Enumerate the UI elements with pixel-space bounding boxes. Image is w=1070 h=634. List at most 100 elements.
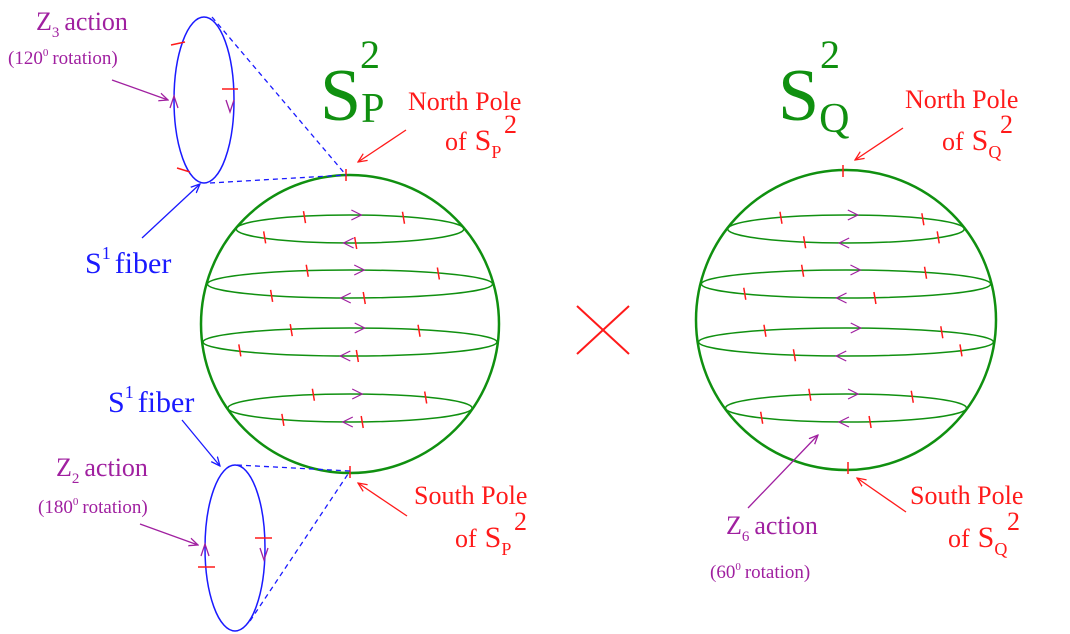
south-pole-q-arrow [857, 478, 907, 513]
s-text: S [485, 521, 502, 554]
latitude-tick [353, 236, 358, 250]
rot-value-text: (180 [38, 497, 73, 518]
latitude-tick [311, 388, 316, 401]
latitude-tick [800, 264, 805, 277]
rotation-arrow [354, 322, 367, 334]
latitude-circle [727, 214, 965, 244]
fiber-bottom-dash-upper [236, 464, 351, 472]
fiber-top-arrow-down [225, 99, 235, 115]
latitude-circle [235, 214, 465, 244]
latitude-circle [697, 327, 995, 357]
north-pole-q-label: North Pole [905, 85, 1018, 114]
latitude-tick [808, 388, 812, 401]
rotation-arrow [339, 292, 352, 304]
latitude-tick [417, 324, 421, 337]
z-sub-text: 3 [52, 25, 60, 41]
z-text: Z [726, 511, 742, 540]
rotation-arrow [351, 388, 364, 400]
rotation-arrow [834, 350, 847, 362]
latitude-tick [923, 266, 928, 279]
sphere-p-latitudes [202, 209, 498, 429]
rotation-arrow [338, 350, 351, 362]
latitude-tick [355, 349, 360, 363]
latitude-tick [792, 349, 797, 362]
z6-rotation-label: (600 rotation) [710, 561, 810, 583]
z-text: Z [56, 453, 72, 482]
south-pole-q-label: South Pole [910, 481, 1023, 510]
latitude-tick [873, 291, 877, 305]
sphere-p [199, 169, 501, 478]
south-pole-p-sup: 2 [514, 507, 527, 536]
degree-text: 0 [73, 496, 79, 508]
fiber-bottom [198, 464, 351, 632]
s-text: S [978, 521, 995, 554]
latitude-tick [759, 411, 764, 424]
z-text: Z [36, 7, 52, 36]
sphere-q-outline [694, 168, 998, 472]
fiber-top-arrow-up [169, 93, 179, 109]
latitude-tick [743, 287, 747, 300]
action-text: action [64, 7, 128, 36]
sphere-q-symbol: SQ [778, 55, 850, 142]
fiber-bottom-arrow-up [200, 541, 210, 557]
fiber-top-tick [170, 41, 186, 46]
rotation-text: rotation) [52, 48, 117, 69]
sphere-p-symbol: SP [320, 55, 385, 137]
latitude-tick [763, 324, 767, 337]
sub-p-text: P [491, 142, 501, 162]
rotation-arrow [837, 237, 850, 249]
latitude-tick [360, 415, 364, 429]
north-pole-p-sup: 2 [504, 110, 517, 139]
sphere-q-symbol-sup: 2 [820, 32, 840, 77]
north-pole-p-arrow [358, 129, 407, 162]
rotation-arrow [353, 264, 366, 276]
fiber-bottom-ellipse [204, 464, 266, 632]
latitude-tick [305, 264, 309, 277]
rotation-arrow [847, 209, 860, 221]
latitude-tick [302, 210, 307, 224]
s-text: S [475, 124, 492, 157]
rotation-arrow [850, 264, 862, 276]
degree-text: 0 [735, 561, 741, 573]
fiber-s-text: S [85, 247, 102, 280]
fiber-top [169, 16, 347, 184]
south-pole-p-of: of SP [455, 521, 511, 559]
latitude-circle [227, 393, 473, 423]
sphere-q-latitudes [697, 209, 995, 429]
sphere-p-outline [199, 173, 501, 475]
latitude-tick [802, 236, 807, 249]
sphere-p-symbol-sub: P [361, 86, 384, 132]
latitude-circle [206, 269, 494, 299]
fiber-sup-text: 1 [102, 243, 111, 263]
fiber-top-dash-lower [209, 174, 347, 184]
action-text: action [754, 511, 818, 540]
rot-value-text: (60 [710, 562, 735, 583]
north-pole-q-sup: 2 [1000, 110, 1013, 139]
latitude-tick [423, 391, 428, 404]
rotation-text: rotation) [745, 562, 810, 583]
of-text: of [948, 524, 970, 553]
latitude-tick [940, 326, 944, 339]
sphere-p-symbol-base: S [320, 55, 361, 137]
latitude-tick [910, 390, 915, 403]
rotation-arrow [837, 416, 850, 428]
latitude-circle [700, 269, 992, 299]
sub-p-text: P [501, 539, 511, 559]
z3-action-arrow [111, 79, 168, 100]
latitude-tick [362, 291, 366, 305]
fiber-bottom-dash-lower [249, 470, 351, 622]
of-text: of [455, 524, 477, 553]
fiber-word-text: fiber [115, 247, 172, 280]
s-text: S [972, 124, 989, 157]
sub-q-text: Q [988, 142, 1001, 162]
fiber-top-label-arrow [141, 184, 200, 239]
south-pole-p-label: South Pole [414, 481, 527, 510]
